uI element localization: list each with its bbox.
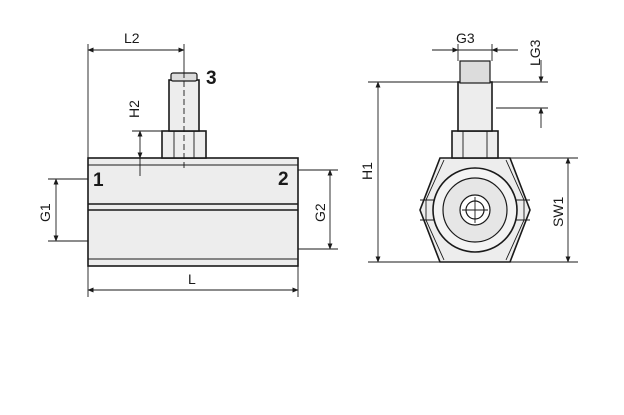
hex-inner-right (505, 159, 525, 261)
front-view: 1 2 3 L2 H2 G1 G2 L (37, 30, 338, 297)
h1-label: H1 (359, 162, 375, 180)
port-3-label: 3 (206, 68, 217, 89)
l2-label: L2 (124, 30, 140, 46)
g2-label: G2 (312, 203, 328, 222)
valve-body (87, 157, 299, 267)
port-3-stem (168, 79, 200, 132)
port-2-label: 2 (278, 169, 289, 190)
sw1-label: SW1 (550, 196, 566, 227)
end-view-stem (457, 81, 493, 132)
end-view-tip (459, 60, 491, 84)
port-1-label: 1 (93, 170, 104, 191)
g3-label: G3 (456, 30, 475, 46)
hex-inner-left (425, 159, 445, 261)
l-label: L (188, 271, 196, 287)
lg3-label: LG3 (527, 39, 543, 66)
g1-label: G1 (37, 203, 53, 222)
end-view-nut (451, 130, 499, 159)
h2-label: H2 (126, 100, 142, 118)
end-view: G3 LG3 H1 SW1 (359, 30, 578, 263)
